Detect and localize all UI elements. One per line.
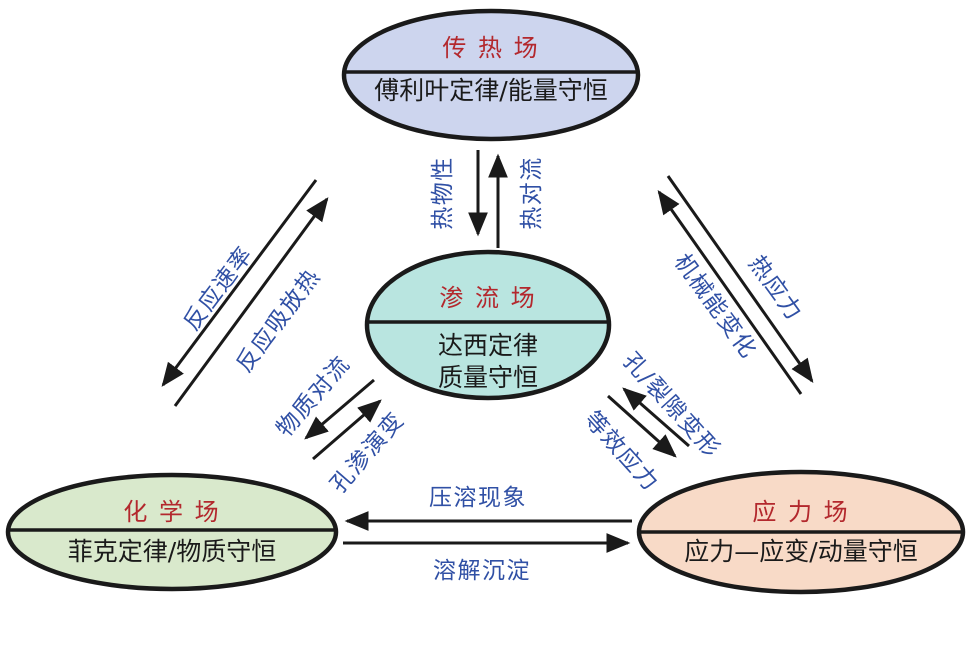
arrow-chemical-to-seepage: [312, 399, 382, 461]
label-thermal-stress: 热应力: [743, 251, 807, 326]
label-porosity-permeability-evolution: 孔渗演变: [326, 407, 410, 498]
heat-field-title: 传 热 场: [442, 34, 539, 62]
seepage-field-title: 渗 流 场: [439, 284, 536, 312]
arrow-stress-to-seepage: [622, 387, 690, 448]
label-effective-stress: 等效应力: [579, 407, 664, 497]
seepage-field-ellipse: [364, 249, 612, 401]
label-thermal-convection: 热对流: [519, 156, 545, 230]
node-stress-field: 应 力 场 应力—应变/动量守恒: [636, 469, 966, 595]
label-thermal-properties: 热物性: [430, 156, 456, 230]
stress-field-title: 应 力 场: [752, 498, 849, 526]
arrow-heat-to-stress: [666, 175, 814, 383]
arrow-chemical-to-heat: [173, 197, 329, 407]
arrow-seepage-to-chemical: [304, 378, 375, 440]
heat-field-ellipse: [341, 8, 641, 142]
seepage-field-subtitle-line1: 达西定律: [438, 331, 538, 360]
chemical-field-subtitle: 菲克定律/物质守恒: [68, 537, 276, 566]
seepage-field-subtitle-line2: 质量守恒: [438, 363, 538, 392]
chemical-field-ellipse: [5, 472, 339, 592]
arrow-heat-to-chemical: [161, 179, 318, 387]
heat-field-subtitle: 傅利叶定律/能量守恒: [374, 76, 607, 105]
edge-arrows: [161, 150, 814, 553]
arrow-seepage-to-stress: [606, 394, 677, 458]
stress-field-subtitle: 应力—应变/动量守恒: [684, 537, 917, 566]
chemical-field-title: 化 学 场: [123, 498, 220, 526]
label-reaction-heat: 反应吸放热: [232, 264, 326, 377]
node-heat-field: 传 热 场 傅利叶定律/能量守恒: [341, 8, 641, 142]
node-seepage-field: 渗 流 场 达西定律 质量守恒: [364, 249, 612, 401]
label-mass-convection: 物质对流: [272, 351, 356, 442]
label-dissolution-precipitation: 溶解沉淀: [433, 558, 531, 584]
label-pressure-dissolution: 压溶现象: [429, 485, 527, 511]
node-chemical-field: 化 学 场 菲克定律/物质守恒: [5, 472, 339, 592]
arrow-stress-to-heat: [657, 190, 803, 395]
label-reaction-rate: 反应速率: [179, 242, 259, 336]
